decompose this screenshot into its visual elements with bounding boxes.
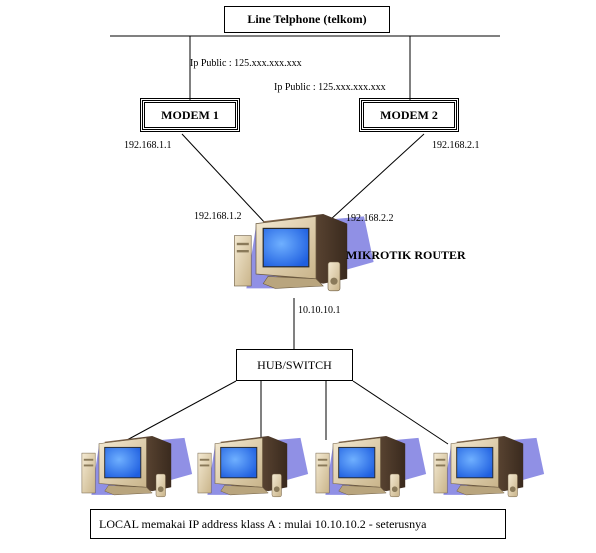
hub-switch-box: HUB/SWITCH <box>236 349 353 381</box>
modem-1-box: MODEM 1 <box>140 98 240 132</box>
router-label: MIKROTIK ROUTER <box>346 248 466 262</box>
ip-public-label-1: Ip Public : 125.xxx.xxx.xxx <box>190 58 302 69</box>
link-modem1-router <box>181 133 267 225</box>
client-computer-icon <box>315 435 427 498</box>
telephone-line-title: Line Telphone (telkom) <box>224 6 390 33</box>
client-computer-icon <box>433 435 545 498</box>
local-network-note: LOCAL memakai IP address klass A : mulai… <box>90 509 506 539</box>
router-wan1-ip-label: 192.168.1.2 <box>194 211 242 222</box>
modem1-ip-label: 192.168.1.1 <box>124 140 172 151</box>
client-computer-icon <box>197 435 309 498</box>
router-wan2-ip-label: 192.168.2.2 <box>346 213 394 224</box>
ip-public-label-2: Ip Public : 125.xxx.xxx.xxx <box>274 82 386 93</box>
modem2-ip-label: 192.168.2.1 <box>432 140 480 151</box>
router-lan-ip-label: 10.10.10.1 <box>298 305 341 316</box>
link-hub-client4 <box>352 380 449 445</box>
link-hub-client1 <box>126 380 237 441</box>
link-modem2-router <box>329 133 425 221</box>
client-computer-icon <box>81 435 193 498</box>
modem-2-box: MODEM 2 <box>359 98 459 132</box>
